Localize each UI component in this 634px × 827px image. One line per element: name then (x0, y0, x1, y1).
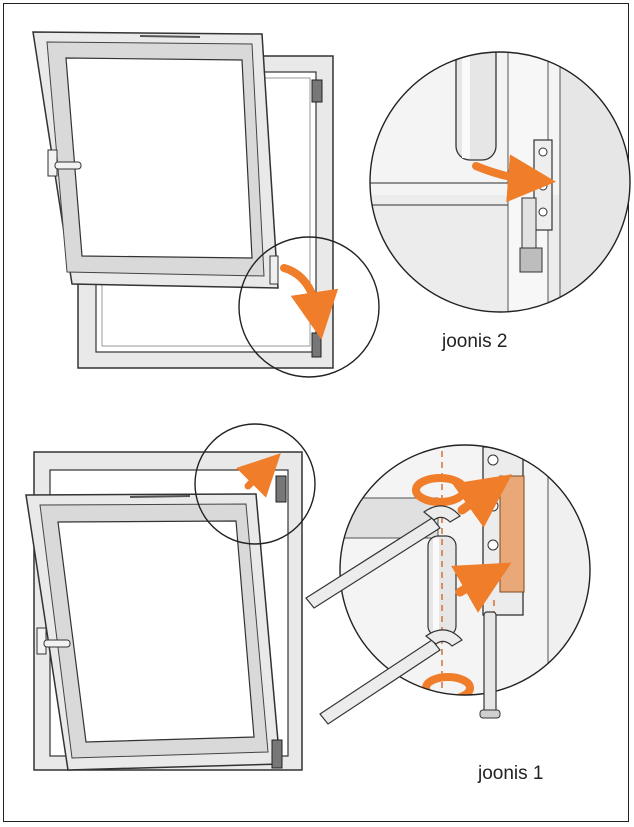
figure-1-window (25, 423, 316, 771)
figure-2-caption: joonis 2 (442, 331, 508, 352)
wrench-icon (305, 505, 461, 609)
detail-circle-large (339, 444, 591, 696)
curved-arrow-icon (280, 264, 339, 340)
detail-circle-large (369, 51, 631, 313)
upper-hinge (311, 79, 323, 103)
page-border (3, 3, 629, 822)
hinge-copper-insert (499, 475, 525, 593)
hinge-pin-icon (479, 611, 501, 719)
wrench-icon (319, 629, 463, 725)
lower-hinge (311, 332, 322, 358)
sash-glass (57, 520, 255, 743)
straight-arrow-icon (451, 562, 512, 613)
rotate-arrow-icon (422, 673, 474, 695)
lower-hinge (271, 739, 283, 769)
window-handle (36, 627, 71, 655)
window-handle (47, 149, 82, 177)
figure-1-caption: joonis 1 (478, 763, 544, 784)
curved-arrow-icon-zoom (472, 154, 556, 203)
figure-2-window (32, 31, 380, 378)
straight-arrow-icon (452, 474, 512, 528)
figure-1-detail-zoom (305, 444, 591, 725)
detail-circle-small (238, 236, 380, 378)
detail-circle-small (194, 423, 316, 545)
rotate-arrow-icon (412, 474, 468, 506)
sash-glass (65, 57, 253, 259)
figure-2-detail-zoom (369, 51, 631, 313)
straight-arrow-icon (236, 453, 281, 498)
upper-hinge (275, 475, 287, 503)
